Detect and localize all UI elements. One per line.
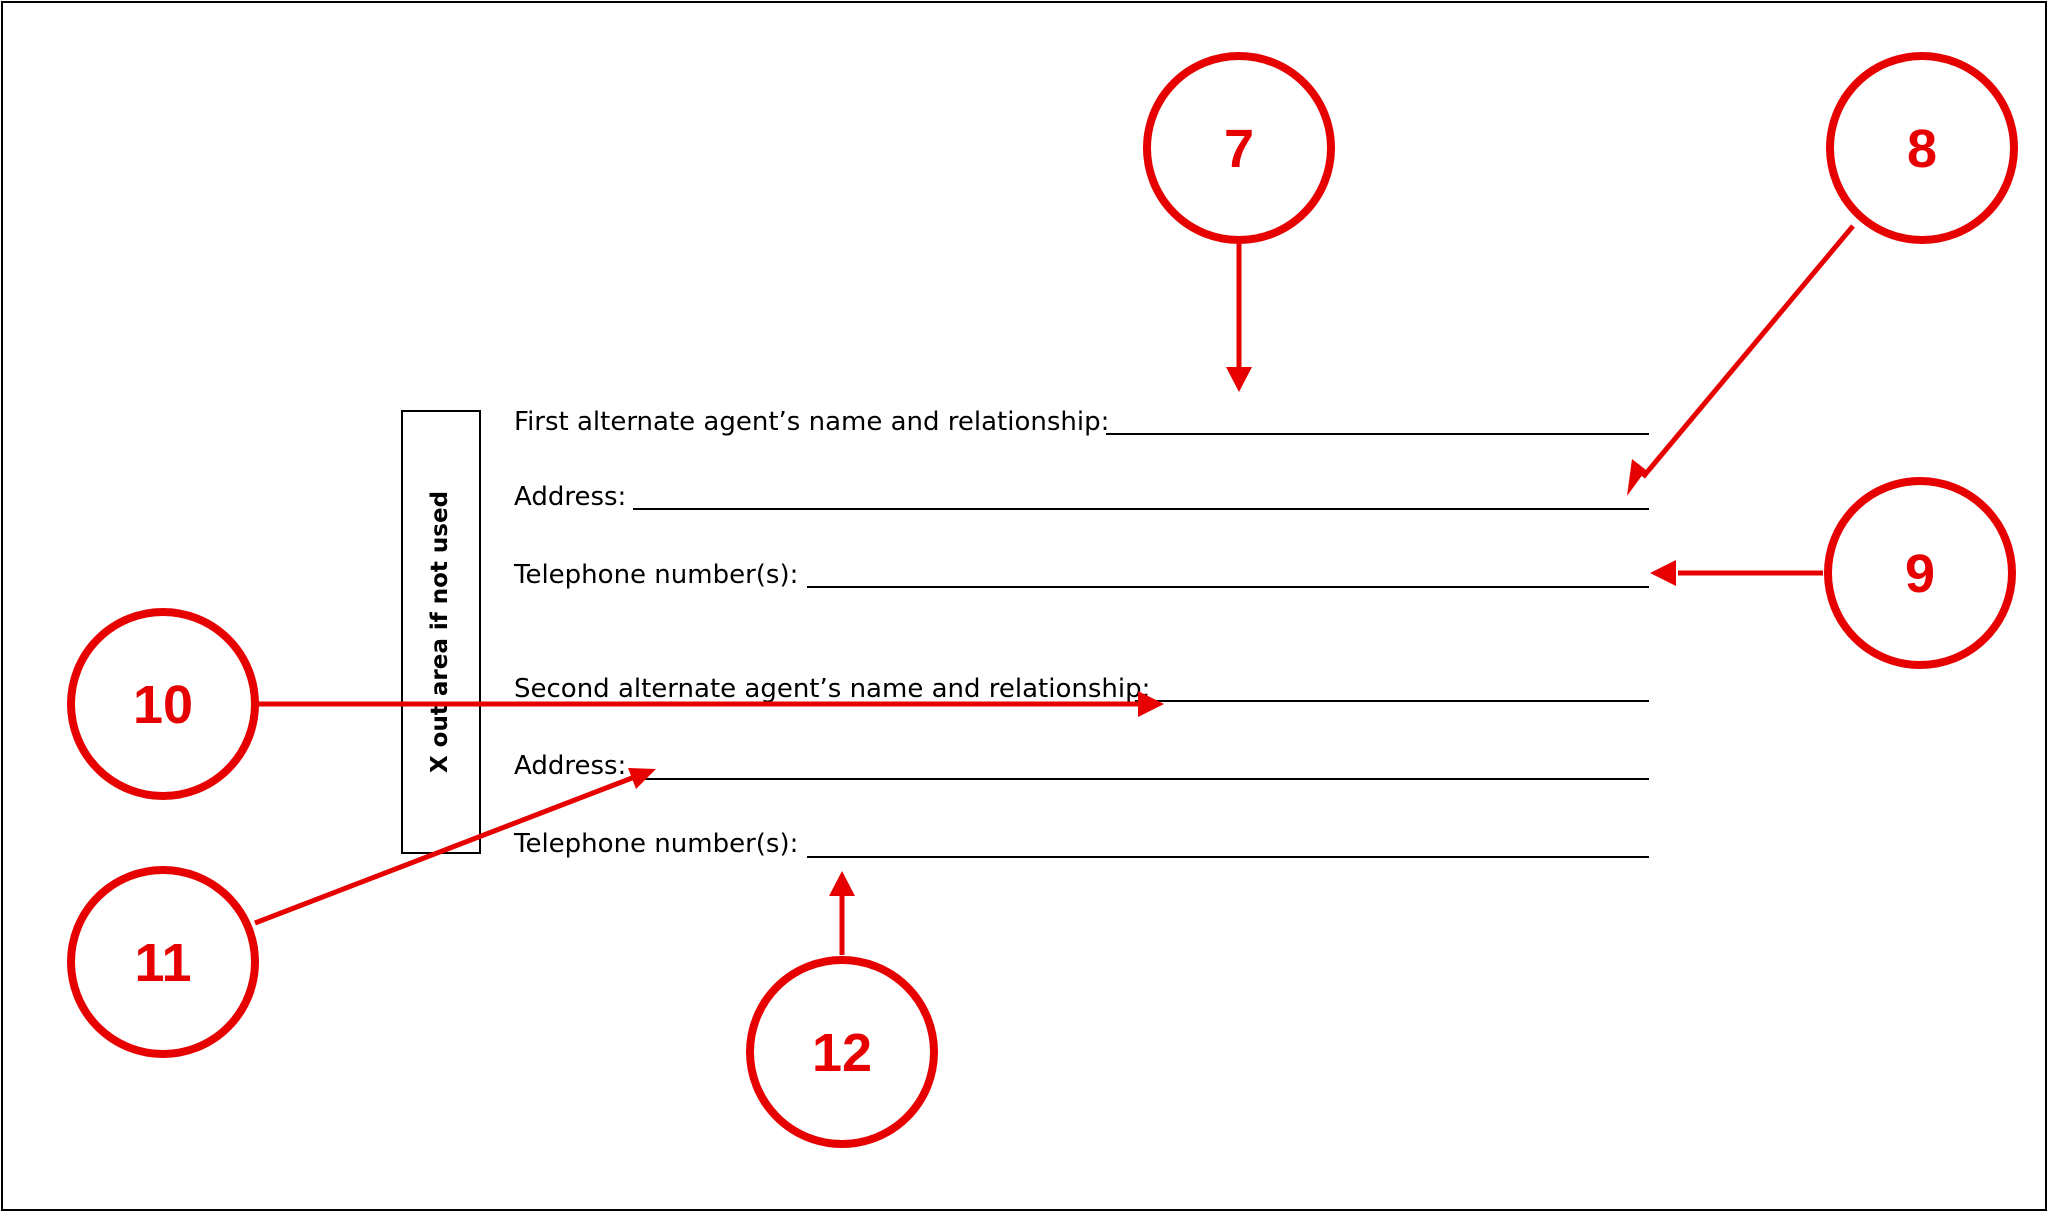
second-agent-address-label: Address: [514,751,627,781]
second-agent-name-label: Second alternate agent’s name and relati… [514,674,1151,704]
callout-10-arrowhead [1138,691,1164,717]
callout-8-circle [1826,52,2018,244]
first-agent-phone-line[interactable] [807,586,1649,588]
first-agent-name-label: First alternate agent’s name and relatio… [514,407,1110,437]
first-agent-address-line[interactable] [633,508,1649,510]
first-agent-phone-label: Telephone number(s): [514,560,799,590]
callout-8-arrowhead [1627,459,1646,496]
callout-10-number: 10 [133,675,193,735]
second-agent-name-line[interactable] [1135,700,1649,702]
second-agent-phone-line[interactable] [807,856,1649,858]
callout-10-circle [67,608,259,800]
callout-9-number: 9 [1905,544,1935,604]
callout-7-number: 7 [1224,119,1254,179]
callout-7-circle [1143,52,1335,244]
second-agent-phone-label: Telephone number(s): [514,829,799,859]
first-agent-address-label: Address: [514,482,627,512]
callout-9-circle [1824,477,2016,669]
callout-12-number: 12 [812,1023,872,1083]
second-agent-address-line[interactable] [633,778,1649,780]
callout-7-arrowhead [1226,367,1252,392]
callout-9-arrowhead [1650,560,1676,586]
callout-11-arrow-shaft [254,775,633,926]
callout-8-number: 8 [1907,119,1937,179]
callout-11-number: 11 [134,933,191,993]
callout-8-arrow-shaft [1641,224,1855,479]
callout-11-circle [67,866,259,1058]
callout-12-arrowhead [829,871,855,896]
callout-11-arrowhead [628,768,656,789]
first-agent-name-line[interactable] [1106,433,1649,435]
callout-12-circle [746,956,938,1148]
